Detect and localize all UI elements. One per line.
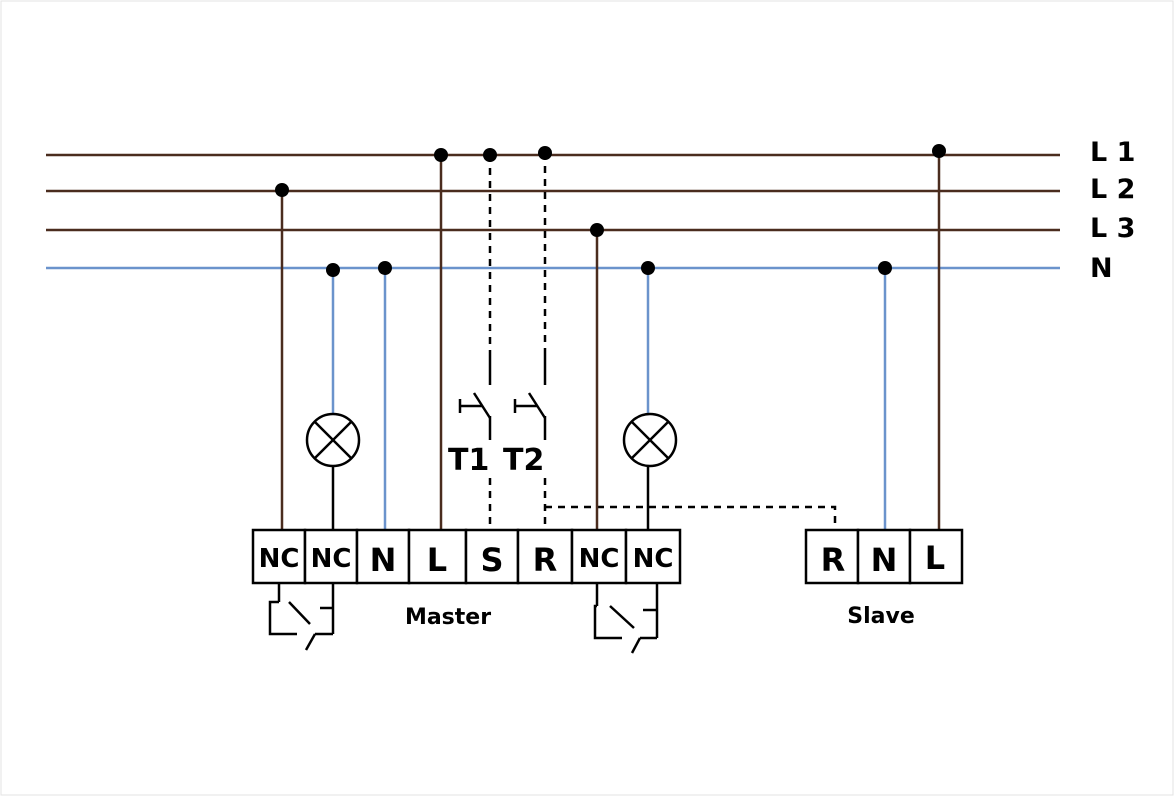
- bus-label-l1: L 1: [1090, 137, 1135, 168]
- terminal-label: N: [370, 541, 397, 579]
- bus-label-l2: L 2: [1090, 174, 1135, 205]
- slave-label: Slave: [847, 604, 915, 629]
- terminal-box: [624, 528, 682, 585]
- slave-terminal-block: R N L: [804, 528, 964, 585]
- junction-dot: [878, 261, 892, 275]
- terminal-box: [407, 528, 468, 585]
- junction-dot: [378, 261, 392, 275]
- terminal-label: L: [427, 541, 447, 579]
- junction-dot: [434, 148, 448, 162]
- junction-dot: [538, 146, 552, 160]
- nc-contact-2-icon: [593, 583, 659, 654]
- terminal-label: L: [925, 539, 945, 577]
- switch-label-t1: T1: [448, 443, 489, 478]
- lamp-2-icon: [622, 412, 678, 468]
- terminal-label: NC: [259, 544, 300, 574]
- pushbutton-t1-icon: [458, 350, 492, 440]
- nc-contact-1-icon: [268, 583, 335, 651]
- terminal-box: [804, 528, 860, 585]
- junction-dot: [641, 261, 655, 275]
- terminal-label: R: [821, 541, 846, 579]
- junction-dot: [932, 144, 946, 158]
- terminal-label: R: [533, 541, 558, 579]
- terminal-box: [908, 528, 964, 585]
- terminal-box: [570, 528, 628, 585]
- wire-master-slave-link: [545, 505, 837, 530]
- terminal-label: S: [480, 541, 503, 579]
- terminal-box: [516, 528, 574, 585]
- junction-dot: [590, 223, 604, 237]
- terminal-label: NC: [633, 544, 674, 574]
- terminal-label: NC: [311, 544, 352, 574]
- lamp-1-icon: [305, 412, 361, 468]
- junction-dot: [275, 183, 289, 197]
- bus-label-n: N: [1090, 253, 1113, 284]
- terminal-box: [303, 528, 359, 585]
- junction-dot: [483, 148, 497, 162]
- junction-dot: [326, 263, 340, 277]
- bus-label-l3: L 3: [1090, 213, 1135, 244]
- terminal-box: [856, 528, 912, 585]
- switch-label-t2: T2: [503, 443, 544, 478]
- master-terminal-block: NC NC N L S R NC NC: [251, 528, 682, 585]
- pushbutton-t2-icon: [513, 350, 547, 440]
- master-label: Master: [405, 605, 491, 630]
- terminal-box: [355, 528, 411, 585]
- terminal-label: NC: [579, 544, 620, 574]
- terminal-label: N: [871, 541, 898, 579]
